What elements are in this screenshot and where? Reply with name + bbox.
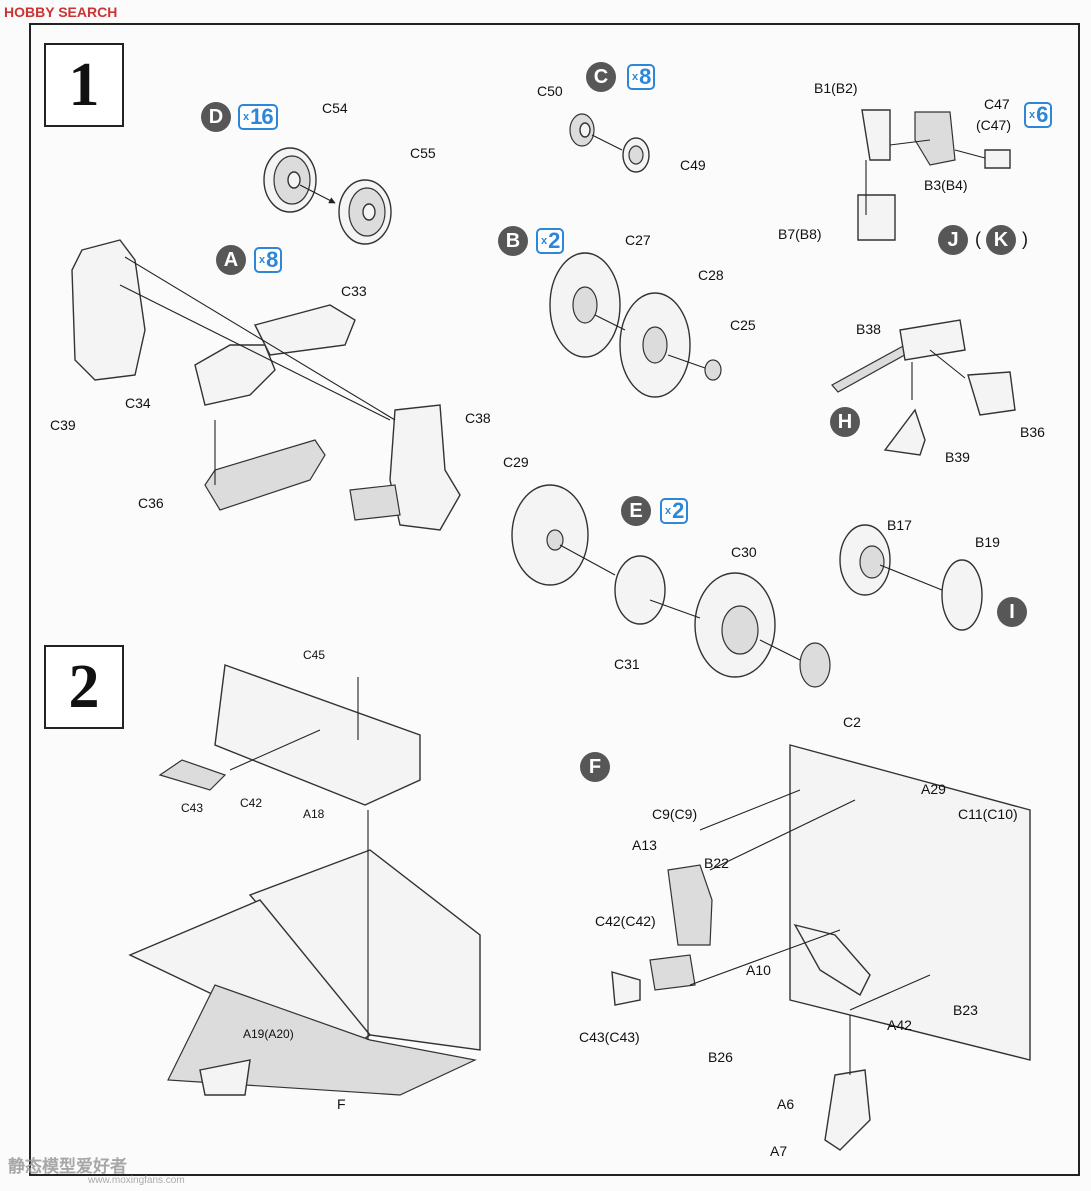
part-label-c42: C42 xyxy=(240,796,263,810)
part-label-c33: C33 xyxy=(341,283,367,299)
part-label-b23: B23 xyxy=(953,1002,978,1018)
part-label-c28: C28 xyxy=(698,267,724,283)
multiplier-count: 8 xyxy=(639,64,651,89)
multiplier-x: x xyxy=(243,111,250,123)
part-label-b38: B38 xyxy=(856,321,881,337)
part-label-c47-alt: (C47) xyxy=(976,117,1012,133)
part-label-c36: C36 xyxy=(138,495,164,511)
part-label-a6: A6 xyxy=(777,1096,795,1112)
part-label-b22: B22 xyxy=(704,855,729,871)
watermark-text: HOBBY SEARCH xyxy=(4,4,118,20)
multiplier-count: 6 xyxy=(1036,102,1048,127)
multiplier-x: x xyxy=(1029,109,1036,121)
site-watermark-url: www.moxingfans.com xyxy=(88,1175,185,1186)
multiplier-x: x xyxy=(541,235,548,247)
badge-i: I xyxy=(997,597,1027,627)
badge-j: J xyxy=(938,225,968,255)
badge-c: C xyxy=(586,62,616,92)
part-label-a7: A7 xyxy=(770,1143,788,1159)
drive-sprocket xyxy=(511,484,831,688)
part-label-c27: C27 xyxy=(625,232,651,248)
part-label-c42-c42: C42(C42) xyxy=(595,913,656,929)
part-label-c54: C54 xyxy=(322,100,348,116)
hobby-search-watermark: HOBBY SEARCH xyxy=(4,4,117,20)
part-label-b36: B36 xyxy=(1020,424,1045,440)
part-label-a13: A13 xyxy=(632,837,657,853)
part-label-c50: C50 xyxy=(537,83,563,99)
part-label-c9-c9: C9(C9) xyxy=(652,806,698,822)
badge-a: A xyxy=(216,245,246,275)
part-label-a29: A29 xyxy=(921,781,946,797)
part-label-a18: A18 xyxy=(303,807,325,821)
road-wheel-c55 xyxy=(338,179,392,245)
idler-wheel xyxy=(549,252,722,398)
part-label-b39: B39 xyxy=(945,449,970,465)
part-label-c39: C39 xyxy=(50,417,76,433)
part-label-b19: B19 xyxy=(975,534,1000,550)
return-roller-c50 xyxy=(569,113,595,147)
part-label-b1-b2: B1(B2) xyxy=(814,80,858,96)
part-label-b7-b8: B7(B8) xyxy=(778,226,822,242)
part-label-a10: A10 xyxy=(746,962,771,978)
part-label-c47: C47 xyxy=(984,96,1010,112)
multiplier-count: 8 xyxy=(266,247,278,272)
instruction-frame xyxy=(29,23,1080,1176)
part-label-c43-c43: C43(C43) xyxy=(579,1029,640,1045)
badge-b: B xyxy=(498,226,528,256)
bracket-b1-b7 xyxy=(857,109,1011,241)
part-label-b17: B17 xyxy=(887,517,912,533)
site-watermark: 静态模型爱好者 xyxy=(8,1157,127,1176)
paren-open: ( xyxy=(975,229,981,249)
part-label-c34: C34 xyxy=(125,395,151,411)
part-label-f: F xyxy=(337,1096,346,1112)
multiplier-x: x xyxy=(632,71,639,83)
part-label-b26: B26 xyxy=(708,1049,733,1065)
part-label-c45: C45 xyxy=(303,648,326,662)
part-label-c31: C31 xyxy=(614,656,640,672)
badge-k: K xyxy=(986,225,1016,255)
wheel-b17-b19 xyxy=(839,524,983,631)
multiplier-x: x xyxy=(665,505,672,517)
badge-d: D xyxy=(201,102,231,132)
badge-h: H xyxy=(830,407,860,437)
part-label-a19-a20: A19(A20) xyxy=(243,1027,294,1041)
step-number-1: 1 xyxy=(44,43,124,127)
badge-f: F xyxy=(580,752,610,782)
part-label-c11-c10: C11(C10) xyxy=(958,806,1018,822)
part-label-c2: C2 xyxy=(843,714,861,730)
part-label-c55: C55 xyxy=(410,145,436,161)
return-roller-c49 xyxy=(622,137,650,173)
paren-close: ) xyxy=(1022,229,1028,249)
suspension-assembly xyxy=(71,239,461,531)
step-number-2: 2 xyxy=(44,645,124,729)
hull-rear-assembly xyxy=(611,744,1031,1151)
road-wheel-c54 xyxy=(263,147,317,213)
part-label-c25: C25 xyxy=(730,317,756,333)
part-label-c43: C43 xyxy=(181,801,204,815)
part-label-b3-b4: B3(B4) xyxy=(924,177,968,193)
multiplier-count: 2 xyxy=(548,228,560,253)
multiplier-count: 2 xyxy=(672,498,684,523)
part-label-c29: C29 xyxy=(503,454,529,470)
part-label-c38: C38 xyxy=(465,410,491,426)
multiplier-count: 16 xyxy=(250,104,274,129)
badge-e: E xyxy=(621,496,651,526)
part-label-a42: A42 xyxy=(887,1017,912,1033)
multiplier-x: x xyxy=(259,254,266,266)
machine-gun-assembly xyxy=(831,319,1016,456)
hull-front-assembly xyxy=(128,664,481,1096)
part-label-c49: C49 xyxy=(680,157,706,173)
part-label-c30: C30 xyxy=(731,544,757,560)
